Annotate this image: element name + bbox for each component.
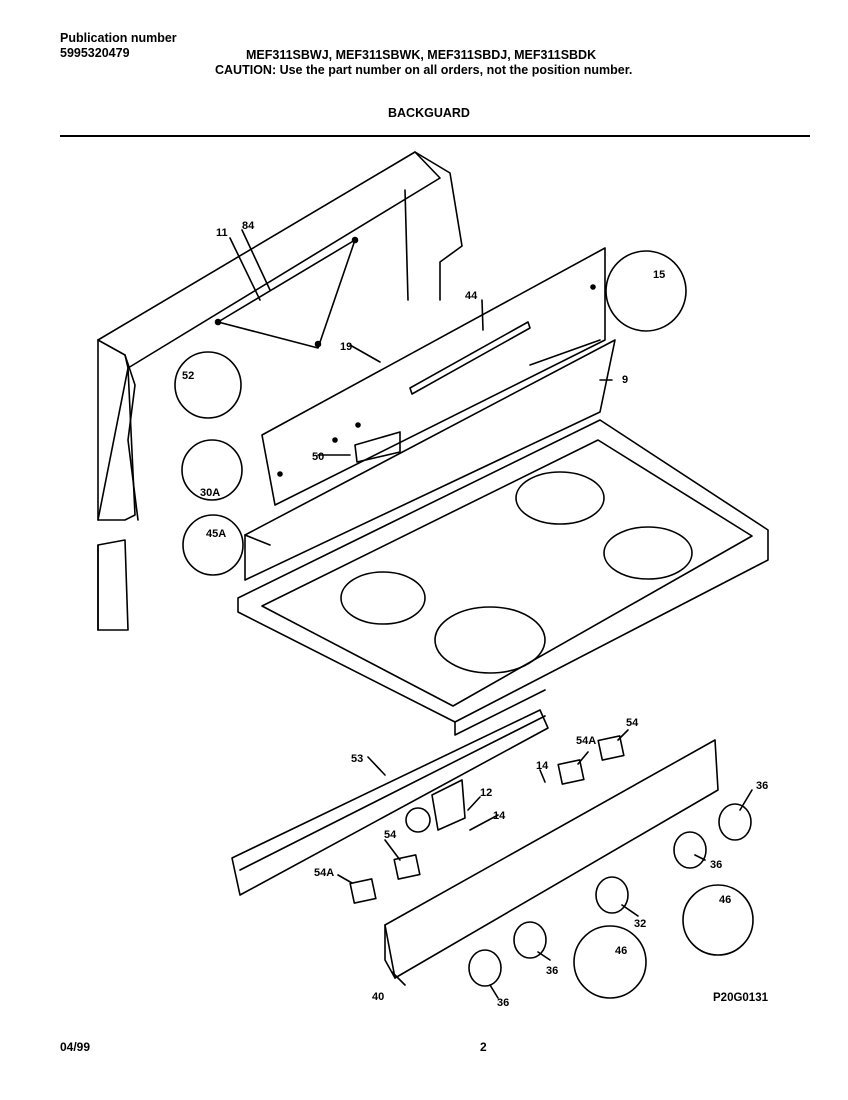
part-label-44: 44 — [465, 290, 478, 302]
part-label-54-top: 54 — [626, 717, 639, 729]
part-label-30A: 30A — [200, 487, 220, 499]
part-label-36-left: 36 — [497, 997, 509, 1009]
switch-small — [597, 735, 625, 761]
part-label-15: 15 — [653, 269, 665, 281]
header-divider — [60, 135, 810, 137]
caution-note: CAUTION: Use the part number on all orde… — [215, 63, 633, 77]
footer-date: 04/99 — [60, 1040, 91, 1054]
part-label-46-lower: 46 — [615, 945, 627, 957]
switch-small — [557, 759, 585, 785]
part-label-36-right: 36 — [756, 780, 768, 792]
part-label-45A: 45A — [206, 528, 226, 540]
publication-label: Publication number — [60, 31, 177, 45]
part-label-9: 9 — [622, 374, 628, 386]
trim-rail — [244, 339, 616, 581]
detail-callout — [182, 514, 244, 576]
part-label-40: 40 — [372, 991, 384, 1003]
knob — [513, 921, 547, 959]
knob-panel — [384, 739, 719, 979]
part-label-84: 84 — [242, 220, 255, 232]
publication-number: 5995320479 — [60, 46, 130, 60]
detail-callout — [682, 884, 754, 956]
part-label-53: 53 — [351, 753, 363, 765]
detail-callout — [573, 925, 647, 999]
knob — [595, 876, 629, 914]
part-label-12: 12 — [480, 787, 492, 799]
section-title: BACKGUARD — [388, 106, 470, 120]
part-label-46-right: 46 — [719, 894, 731, 906]
part-label-11: 11 — [216, 227, 228, 239]
knob — [673, 831, 707, 869]
drawing-id: P20G0131 — [713, 992, 768, 1004]
part-label-14-lower: 14 — [493, 810, 506, 822]
part-label-52: 52 — [182, 370, 194, 382]
part-label-50: 50 — [312, 451, 324, 463]
part-label-36-mid: 36 — [546, 965, 558, 977]
part-label-19: 19 — [340, 341, 352, 353]
knob — [468, 949, 502, 987]
part-label-32: 32 — [634, 918, 646, 930]
part-labels: 11 84 15 44 19 52 9 50 30A 45A 54 54A 53… — [182, 220, 768, 1009]
cooktop — [237, 419, 769, 736]
infinite-switch — [405, 779, 466, 833]
knob — [718, 803, 752, 841]
model-numbers: MEF311SBWJ, MEF311SBWK, MEF311SBDJ, MEF3… — [246, 48, 597, 62]
part-label-36-mid-right: 36 — [710, 859, 722, 871]
detail-callout — [174, 351, 242, 419]
part-label-54-bottom: 54 — [384, 829, 397, 841]
detail-callout — [181, 439, 243, 501]
part-label-54A-top: 54A — [576, 735, 596, 747]
page-number: 2 — [480, 1040, 487, 1054]
detail-callout — [605, 250, 687, 332]
control-panel — [261, 247, 606, 506]
backguard-panel — [97, 151, 463, 631]
front-rail — [231, 709, 549, 896]
part-label-14-upper: 14 — [536, 760, 549, 772]
switch-small — [393, 854, 421, 880]
switch-small — [349, 878, 377, 904]
part-label-54A-bottom: 54A — [314, 867, 334, 879]
